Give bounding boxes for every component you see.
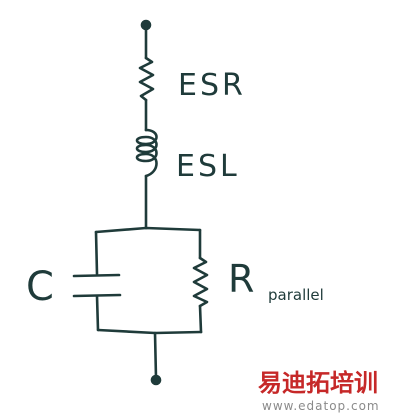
bottom-terminal-node <box>150 374 162 386</box>
capacitor-label: C <box>26 264 54 310</box>
esr-resistor-symbol <box>138 56 155 102</box>
rparallel-label-main: R <box>228 257 254 301</box>
wire-cap-bottom-lead <box>95 294 100 332</box>
wire-bottom-lead <box>153 331 158 380</box>
rparallel-label-subscript: parallel <box>268 286 324 304</box>
esl-inductor-symbol <box>135 128 158 178</box>
wire-bottom-bus <box>96 328 203 335</box>
wire-rpar-bottom-lead <box>198 304 203 334</box>
esr-label: ESR <box>178 68 246 103</box>
esl-label: ESL <box>176 149 240 184</box>
capacitor-top-plate <box>72 273 121 278</box>
wire-top-bus <box>94 226 202 234</box>
watermark-url-text: www.edatop.com <box>262 399 380 413</box>
wire-cap-top-lead <box>94 230 99 276</box>
watermark-brand-text: 易迪拓培训 <box>258 369 378 397</box>
rparallel-resistor-symbol <box>192 256 209 308</box>
